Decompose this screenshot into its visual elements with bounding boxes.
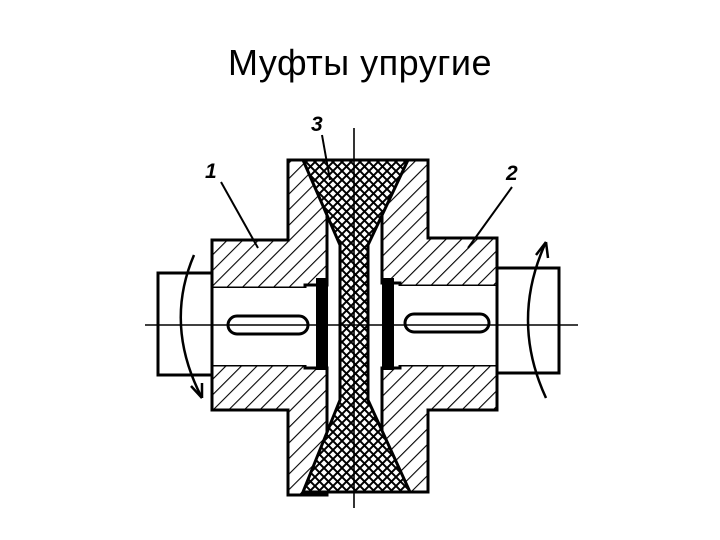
label-part-1: 1 xyxy=(205,160,217,183)
right-keyway xyxy=(403,312,491,334)
elastic-element xyxy=(300,158,413,494)
label-part-2: 2 xyxy=(505,162,518,185)
leader-lines xyxy=(220,134,513,249)
left-rotation-arrow xyxy=(179,254,204,399)
right-half-coupling xyxy=(380,158,499,494)
center-axes xyxy=(145,128,578,508)
slide-title: Муфты упругие xyxy=(227,42,493,83)
right-rotation-arrow xyxy=(526,241,550,399)
label-part-3: 3 xyxy=(311,113,323,136)
